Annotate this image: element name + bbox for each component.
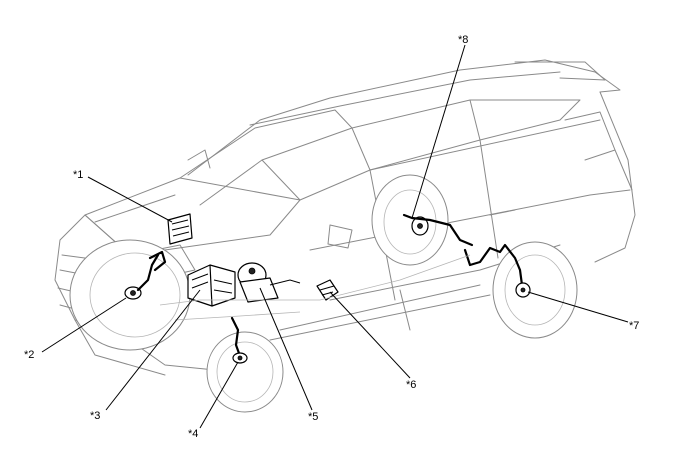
leader-line-2 [41,297,127,353]
master-cylinder-booster [237,262,301,303]
leader-lines [41,44,629,429]
rear-left-speed-sensor [402,213,474,247]
front-left-speed-sensor [124,250,167,300]
front-right-wheel [206,331,284,413]
callout-label-8: *8 [458,34,468,46]
callout-label-2: *2 [24,349,34,361]
leader-line-7 [527,291,629,323]
callout-label-4: *4 [188,428,198,440]
callout-label-1: *1 [73,169,83,181]
callout-label-5: *5 [308,411,318,423]
rear-left-wheel [371,174,449,266]
brake-actuator [187,264,236,307]
leader-line-6 [329,291,411,379]
callout-label-7: *7 [629,320,639,332]
front-right-speed-sensor [230,316,248,364]
wire-harness [159,254,471,321]
leader-line-1 [87,176,173,223]
leader-line-8 [411,44,466,219]
rear-right-speed-sensor [463,243,531,298]
leader-line-3 [105,289,201,411]
callout-label-3: *3 [90,410,100,422]
leader-line-5 [259,287,313,411]
rear-right-wheel [492,241,578,339]
callout-label-6: *6 [406,379,416,391]
leader-line-4 [199,361,239,429]
ecu-component [167,213,193,245]
callout-labels: *1 *2 *3 *4 *5 *6 *7 *8 [24,34,639,440]
